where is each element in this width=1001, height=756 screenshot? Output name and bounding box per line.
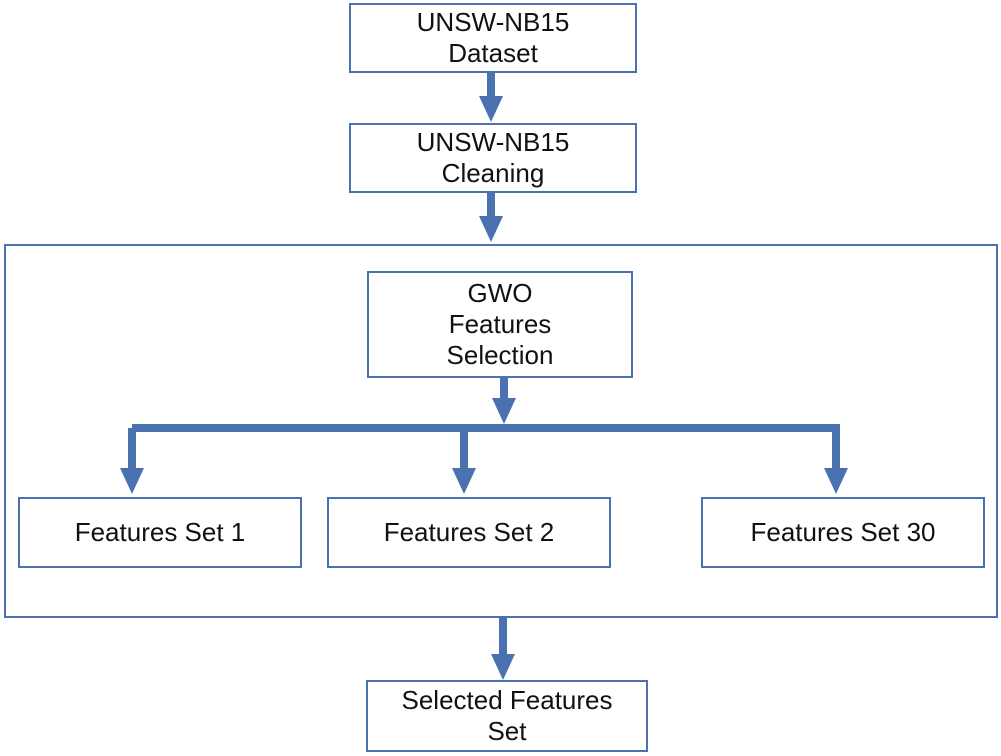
node-unsw-nb15-dataset[interactable]: UNSW-NB15 Dataset: [349, 3, 637, 73]
arrowhead-frame-to-selected: [491, 654, 515, 680]
node-features-set-30[interactable]: Features Set 30: [701, 497, 985, 568]
node-selected-features-set[interactable]: Selected Features Set: [366, 680, 648, 752]
arrowhead-cleaning-to-frame: [479, 216, 503, 242]
node-gwo-features-selection[interactable]: GWO Features Selection: [367, 271, 633, 378]
arrowhead-dataset-to-cleaning: [479, 96, 503, 122]
node-unsw-nb15-cleaning[interactable]: UNSW-NB15 Cleaning: [349, 123, 637, 193]
node-features-set-2[interactable]: Features Set 2: [327, 497, 611, 568]
feature-selection-frame: [4, 244, 998, 618]
node-features-set-1[interactable]: Features Set 1: [18, 497, 302, 568]
